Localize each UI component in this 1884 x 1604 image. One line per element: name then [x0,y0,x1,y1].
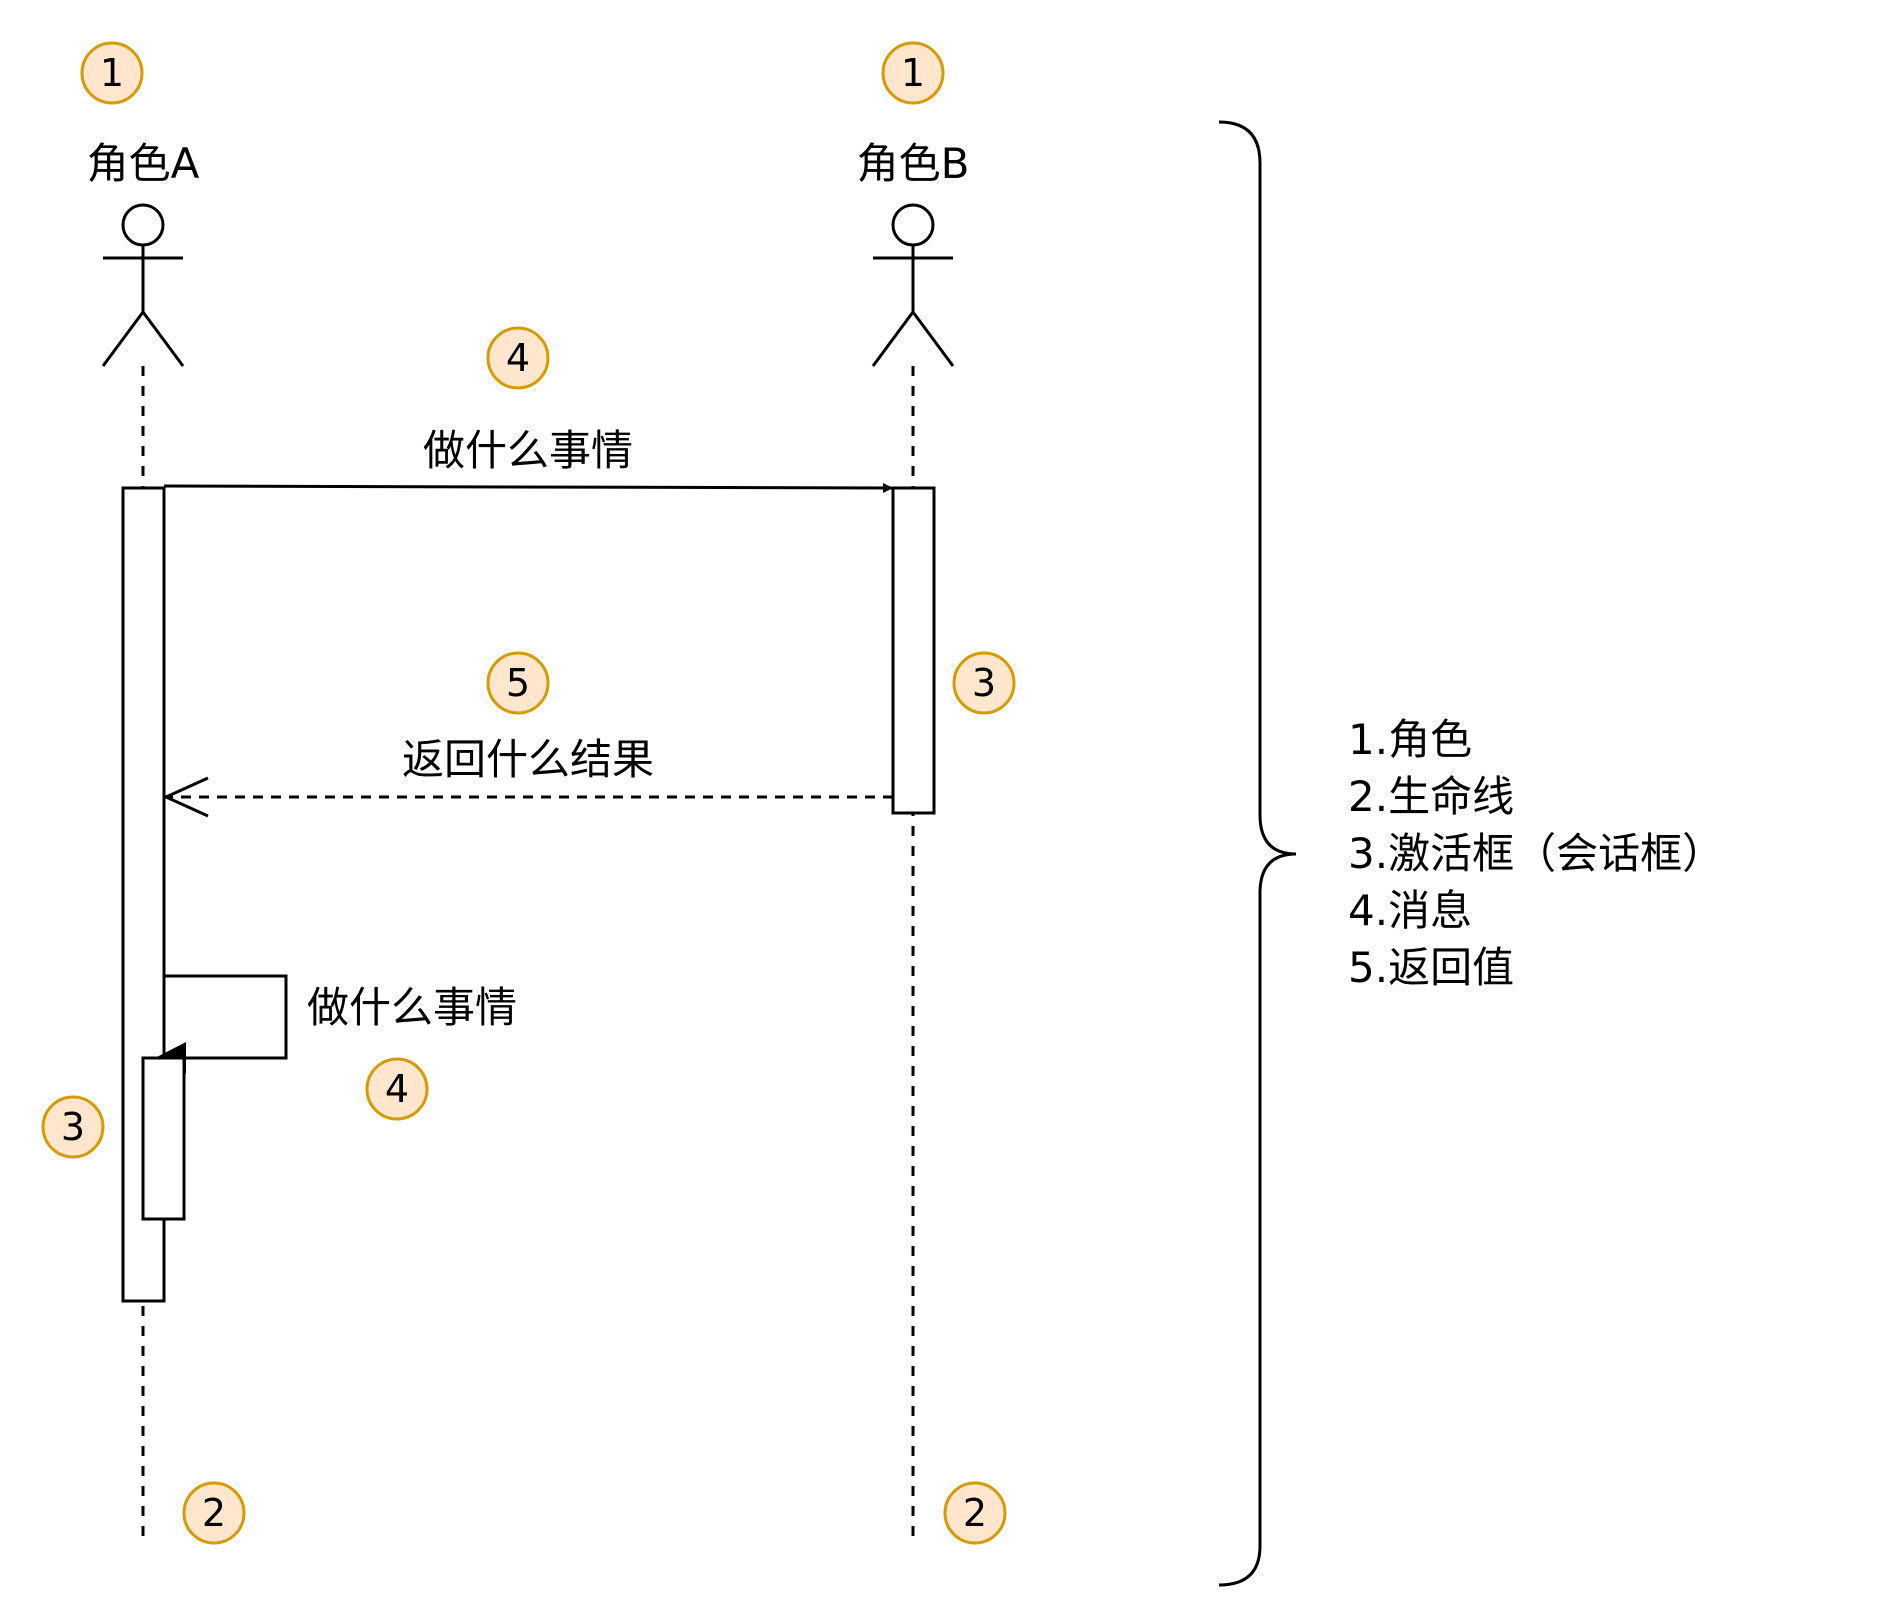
message-badge: 4 [486,326,550,390]
self-message-arrow [164,974,288,1060]
activation-a-nested-badge: 3 [41,1095,105,1159]
badge-number: 5 [506,661,530,705]
legend-item: 3.激活框（会话框） [1348,829,1724,878]
return-label: 返回什么结果 [402,735,654,784]
actor-b-label: 角色B [857,139,970,188]
stick-figure-icon [101,203,185,367]
message-arrow [163,482,894,493]
badge-circle [881,41,945,105]
badge-number: 4 [385,1067,409,1111]
legend-item: 1.角色 [1348,715,1472,764]
lifeline-a-badge: 2 [182,1481,246,1545]
legend: 1.角色 2.生命线 3.激活框（会话框） 4.消息 5.返回值 [1348,715,1724,992]
message-self-call: 做什么事情 4 [155,974,517,1121]
actor-a-badge: 1 [80,41,144,105]
badge-number: 1 [100,51,124,95]
return-badge: 5 [486,651,550,715]
actor-a-label: 角色A [87,139,200,188]
curly-brace-icon [1218,120,1297,1587]
legend-item: 2.生命线 [1348,772,1514,821]
lifeline-b-badge: 2 [943,1481,1007,1545]
actor-b: 1 角色B [857,41,970,367]
badge-circle [80,41,144,105]
legend-item: 5.返回值 [1348,943,1514,992]
activation-box-a-nested [141,1056,186,1221]
message-call-ab: 做什么事情 4 [163,326,894,493]
self-message-badge: 4 [365,1057,429,1121]
legend-item: 4.消息 [1348,886,1472,935]
actor-b-badge: 1 [881,41,945,105]
badge-number: 3 [61,1105,85,1149]
activation-box-b [891,486,936,815]
activation-b-badge: 3 [952,651,1016,715]
badge-number: 4 [506,336,530,380]
open-arrowhead-icon [162,776,209,818]
message-label: 做什么事情 [423,426,633,475]
badge-number: 2 [202,1491,226,1535]
stick-figure-icon [871,203,955,367]
message-return-ba: 返回什么结果 5 [162,651,893,818]
badge-number: 1 [901,51,925,95]
self-message-label: 做什么事情 [307,983,517,1032]
actor-a: 1 角色A [80,41,200,367]
badge-number: 2 [963,1491,987,1535]
badge-number: 3 [972,661,996,705]
